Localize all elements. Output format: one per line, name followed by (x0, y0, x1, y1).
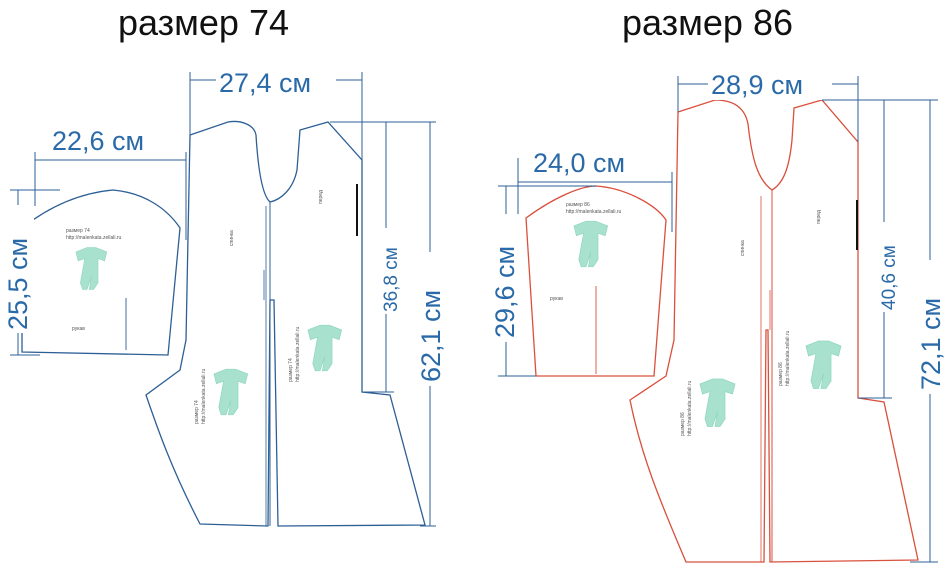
size-74-back-label-url: http://malenkata.zellali.ru (201, 368, 207, 424)
size-74-sleeve-label-url: http://malenkata.zellali.ru (66, 235, 122, 241)
size-86-title: размер 86 (622, 2, 793, 43)
size-86-body-width-bg (708, 68, 832, 100)
size-74-label-side: спинка (229, 230, 235, 246)
size-86-back-label-url: http://malenkata.zellali.ru (687, 380, 693, 436)
size-74-sleeve-label-name: рукав (72, 326, 85, 332)
size-74-label-front: перед (318, 190, 324, 204)
size-74-sleeve-height-bg (2, 205, 34, 333)
size-74-front-label-size: размер 74 (288, 358, 294, 382)
size-74-total-height-label: 62,1 см (416, 290, 446, 382)
size-74-body-width-bg (216, 66, 336, 98)
size-86-panel: размер 86 размер 86 http://malenkata.zel… (488, 2, 948, 563)
size-86-back-romper-icon (699, 378, 736, 427)
size-86-front-label-size: размер 86 (778, 362, 784, 386)
size-74-sleeve-width-bg (48, 124, 170, 158)
size-86-total-height-bg (914, 260, 948, 394)
size-86-label-side: спинка (740, 240, 746, 256)
size-74-panel: размер 74 размер 74 http://malenkata.zel… (2, 2, 448, 527)
size-86-body-outline (629, 99, 919, 563)
size-86-back-label-size: размер 86 (680, 412, 686, 436)
size-86-front-height-bg (876, 222, 896, 312)
size-74-back-label-size: размер 74 (194, 400, 200, 424)
size-74-front-height-label: 36,8 см (381, 247, 402, 312)
size-86-front-label-url: http://malenkata.zellali.ru (785, 330, 791, 386)
size-86-sleeve-height-label: 29,6 см (490, 246, 520, 338)
size-74-title: размер 74 (118, 2, 289, 43)
size-74-front-romper-icon (307, 324, 342, 372)
size-86-sleeve-label-size: размер 86 (566, 202, 590, 208)
size-74-total-height-bg (414, 252, 448, 386)
size-86-label-front: перед (816, 210, 822, 224)
size-86-body-width-label: 28,9 см (711, 70, 803, 100)
size-74-sleeve-romper-icon (75, 247, 108, 290)
size-74-body-outline (145, 120, 426, 527)
size-86-front-height-label: 40,6 см (879, 245, 900, 310)
size-74-body-width-label: 27,4 см (219, 68, 311, 98)
size-86-sleeve-romper-icon (573, 220, 608, 268)
size-74-sleeve-height-label: 25,5 см (3, 238, 33, 330)
size-86-sleeve-label-name: рукав (550, 296, 563, 302)
size-74-front-height-bg (378, 228, 398, 314)
size-74-sleeve-width-label: 22,6 см (52, 126, 144, 156)
size-74-front-label-url: http://malenkata.zellali.ru (295, 326, 301, 382)
size-86-front-romper-icon (805, 340, 842, 389)
size-86-sleeve-width-label: 24,0 см (533, 148, 625, 178)
size-86-sleeve-outline (525, 185, 667, 377)
size-86-total-height-label: 72,1 см (916, 298, 946, 390)
size-86-sleeve-width-bg (530, 146, 658, 179)
size-86-sleeve-height-bg (488, 214, 522, 342)
size-74-back-romper-icon (213, 368, 248, 416)
size-74-sleeve-outline (21, 189, 181, 356)
size-86-sleeve-label-url: http://malenkata.zellali.ru (566, 209, 622, 215)
size-74-sleeve-label-size: размер 74 (66, 228, 90, 234)
